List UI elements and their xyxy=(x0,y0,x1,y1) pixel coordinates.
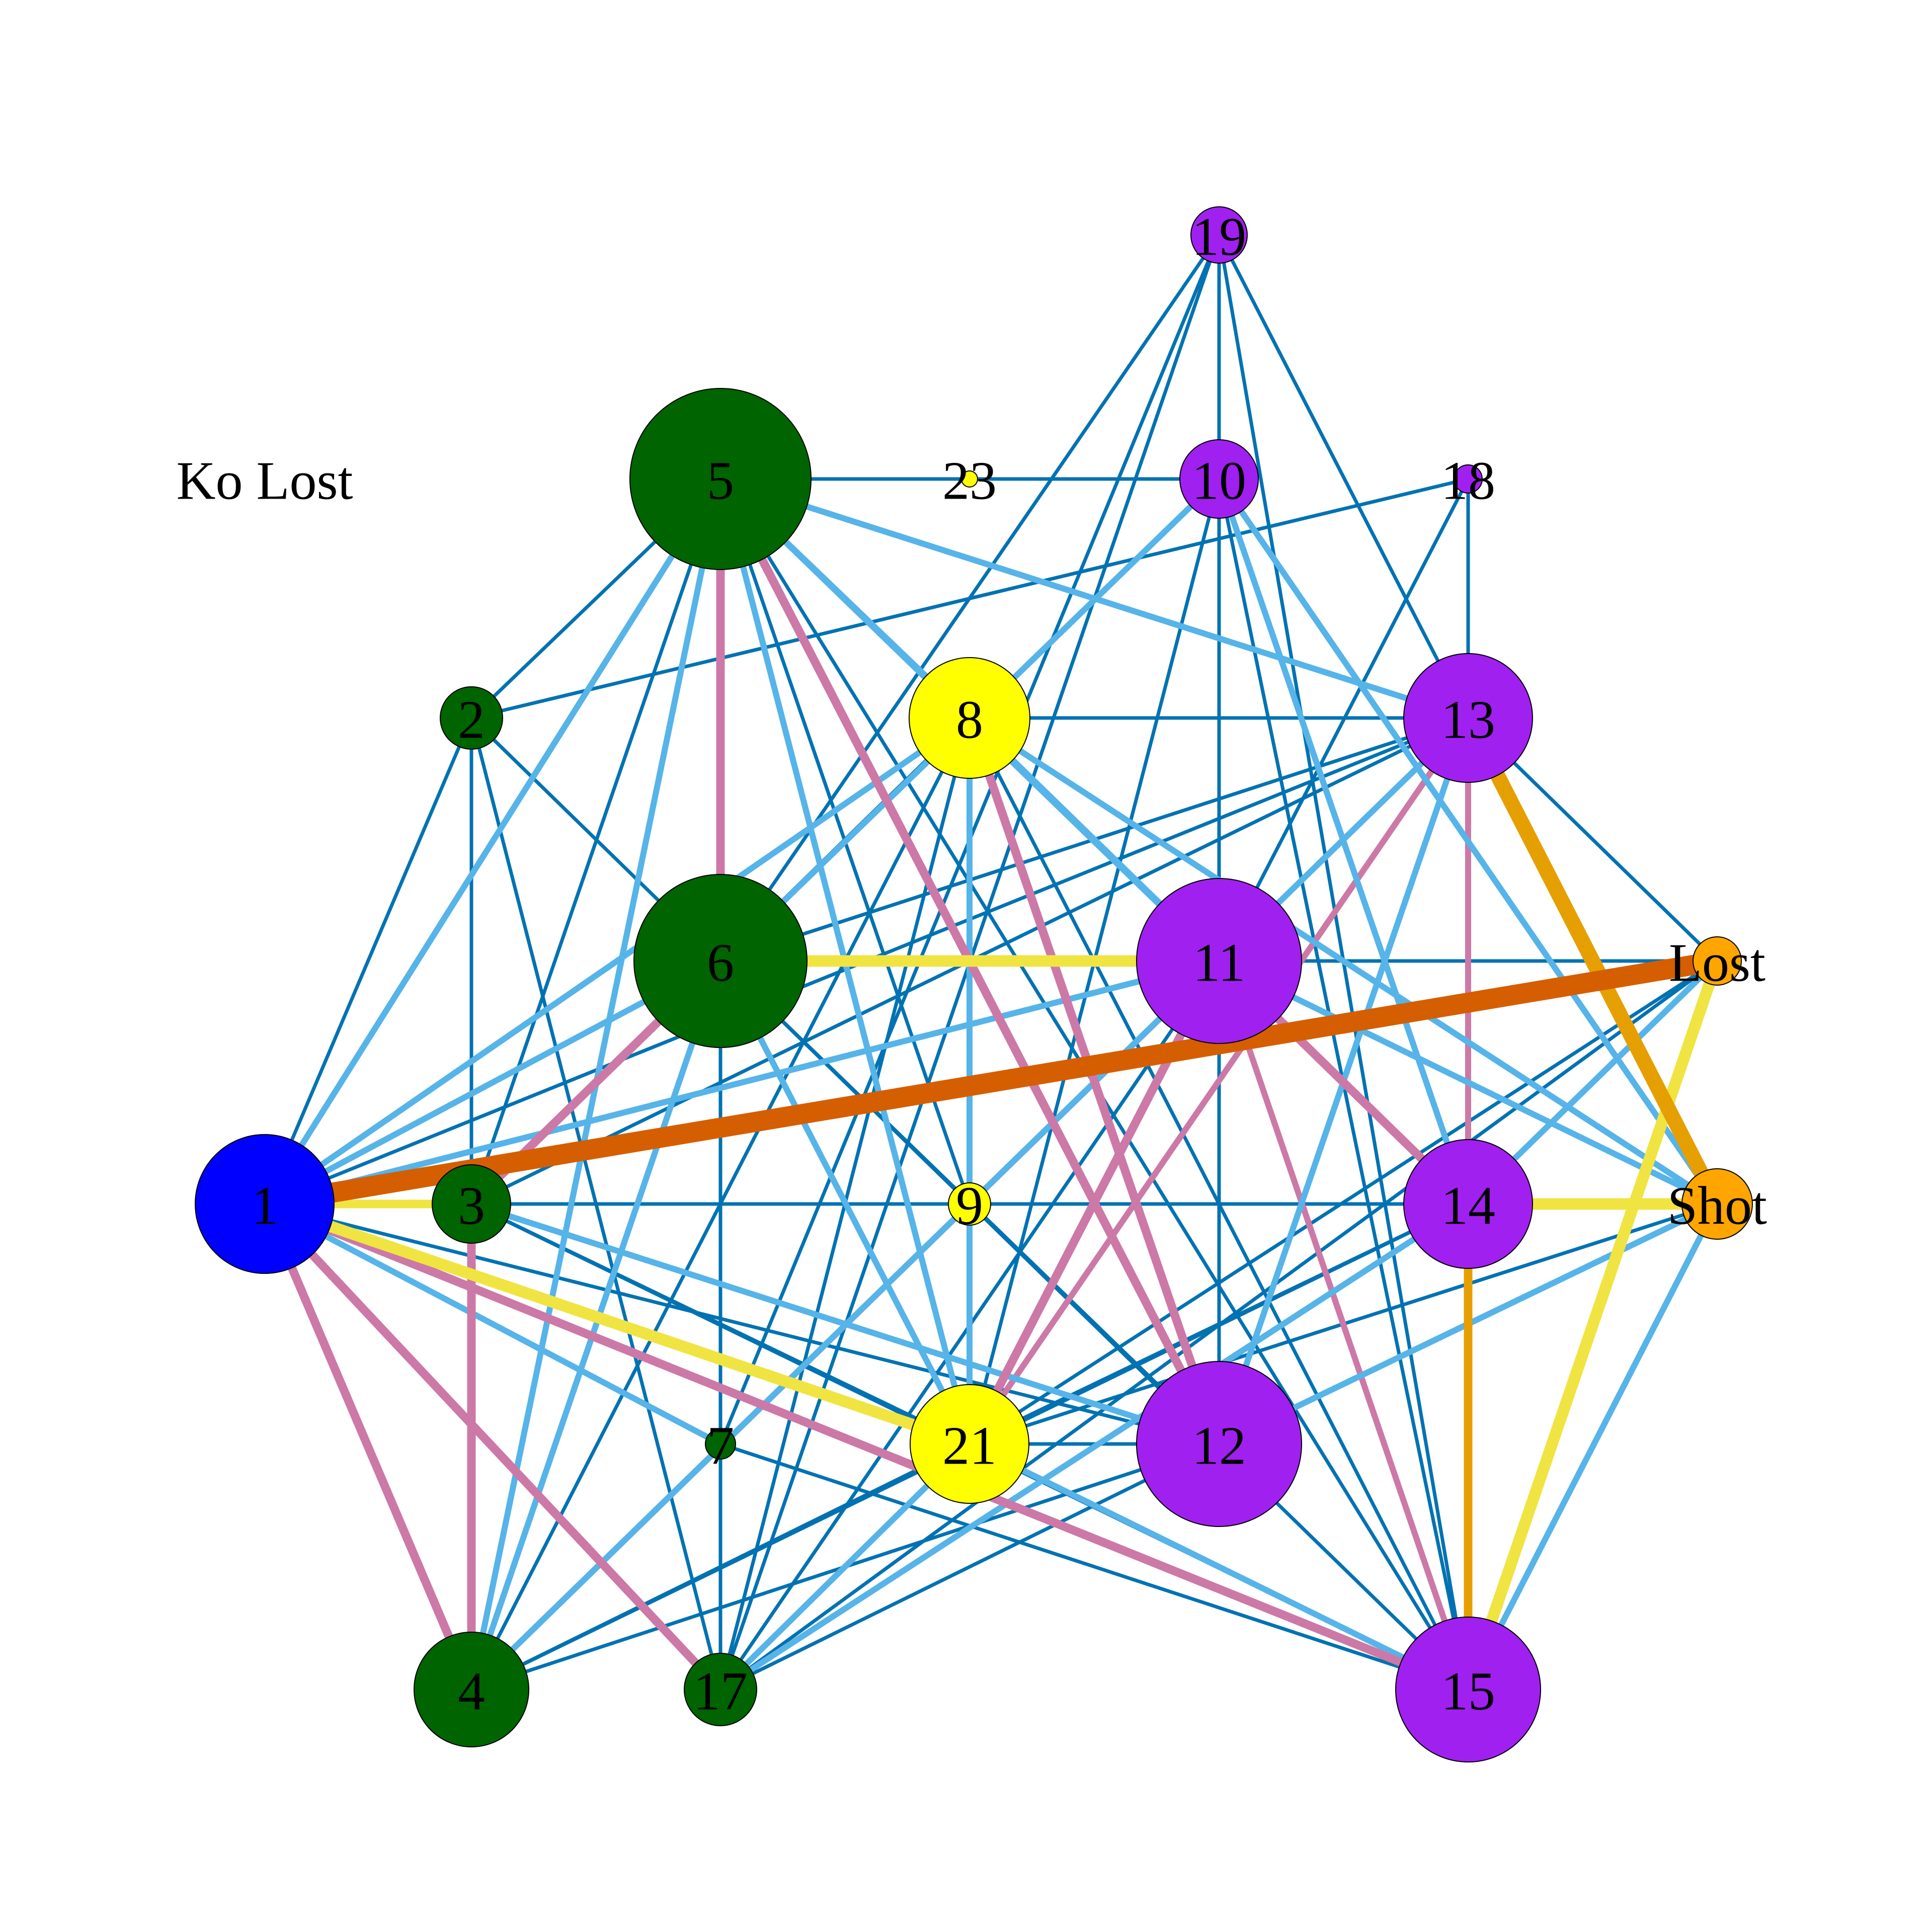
node-label-9: 9 xyxy=(956,1176,983,1236)
node-7 xyxy=(705,1428,736,1460)
edge-13-21 xyxy=(967,716,1471,1446)
edge-10-14 xyxy=(1216,478,1471,1205)
node-1 xyxy=(195,1134,335,1274)
node-label-5: 5 xyxy=(707,451,734,511)
edge-6-21 xyxy=(717,959,973,1445)
node-label-kolost: Ko Lost xyxy=(177,451,353,511)
edge-1-11 xyxy=(264,958,1220,1207)
node-5 xyxy=(629,388,812,570)
node-19 xyxy=(1190,206,1248,264)
edge-3-5 xyxy=(469,478,722,1205)
edge-1-17 xyxy=(261,1201,724,1693)
edge-4-21 xyxy=(470,1442,971,1692)
edge-13-Shot xyxy=(1461,714,1724,1208)
node-label-13: 13 xyxy=(1441,690,1495,750)
edge-1-2 xyxy=(263,717,473,1205)
edge-5-13 xyxy=(719,476,1469,721)
node-label-19: 19 xyxy=(1192,207,1246,267)
node-18 xyxy=(1454,464,1483,494)
edge-1-15 xyxy=(263,1200,1470,1694)
node-10 xyxy=(1179,439,1259,519)
node-23 xyxy=(961,470,978,488)
edge-12-17 xyxy=(719,1442,1220,1692)
node-label-18: 18 xyxy=(1441,451,1495,511)
edge-6-19 xyxy=(719,234,1221,962)
node-label-21: 21 xyxy=(942,1416,997,1476)
node-label-15: 15 xyxy=(1441,1662,1495,1722)
edge-8-Shot xyxy=(968,715,1719,1207)
edge-1-4 xyxy=(261,1202,475,1692)
edge-17-Lost xyxy=(719,959,1719,1691)
node-label-23: 23 xyxy=(942,451,997,511)
node-14 xyxy=(1403,1139,1533,1269)
node-label-6: 6 xyxy=(707,933,734,993)
node-13 xyxy=(1403,653,1533,783)
node-label-lost: Lost xyxy=(1669,933,1765,993)
node-21 xyxy=(910,1384,1029,1504)
node-shot xyxy=(1681,1168,1753,1240)
edge-17-14 xyxy=(718,1201,1470,1693)
node-label-14: 14 xyxy=(1441,1176,1495,1236)
node-11 xyxy=(1136,878,1302,1044)
node-8 xyxy=(909,657,1030,779)
node-4 xyxy=(414,1632,529,1747)
edge-11-15 xyxy=(1216,960,1471,1691)
edge-21-15 xyxy=(968,1441,1470,1693)
node-label-17: 17 xyxy=(693,1662,748,1722)
node-label-12: 12 xyxy=(1192,1416,1246,1476)
node-9 xyxy=(948,1182,991,1226)
node-label-8: 8 xyxy=(956,690,983,750)
node-label-11: 11 xyxy=(1193,933,1245,993)
node-3 xyxy=(432,1164,511,1244)
node-17 xyxy=(684,1653,757,1726)
node-12 xyxy=(1136,1361,1302,1527)
node-label-2: 2 xyxy=(458,690,485,750)
edge-1-8 xyxy=(263,715,972,1206)
edge-1-Lost xyxy=(263,951,1719,1214)
node-label-shot: Shot xyxy=(1667,1176,1767,1236)
edge-4-6 xyxy=(468,960,723,1691)
edge-7-15 xyxy=(719,1442,1469,1692)
edge-8-12 xyxy=(965,716,1224,1445)
node-6 xyxy=(633,874,808,1048)
nodes-layer xyxy=(195,206,1753,1762)
node-label-4: 4 xyxy=(458,1662,485,1722)
node-15 xyxy=(1395,1617,1541,1762)
node-label-1: 1 xyxy=(251,1176,278,1236)
edge-10-Shot xyxy=(1217,477,1720,1206)
edge-1-7 xyxy=(263,1201,722,1447)
edge-15-Lost xyxy=(1463,959,1723,1692)
node-label-3: 3 xyxy=(458,1176,485,1236)
edge-11-Shot xyxy=(1218,958,1719,1207)
edge-1-21 xyxy=(263,1198,972,1450)
node-label-10: 10 xyxy=(1192,451,1246,511)
edge-1-5 xyxy=(262,477,723,1206)
node-2 xyxy=(440,686,503,750)
node-label-7: 7 xyxy=(707,1416,734,1476)
node-lost xyxy=(1693,936,1742,986)
edge-15-Shot xyxy=(1465,1202,1720,1691)
